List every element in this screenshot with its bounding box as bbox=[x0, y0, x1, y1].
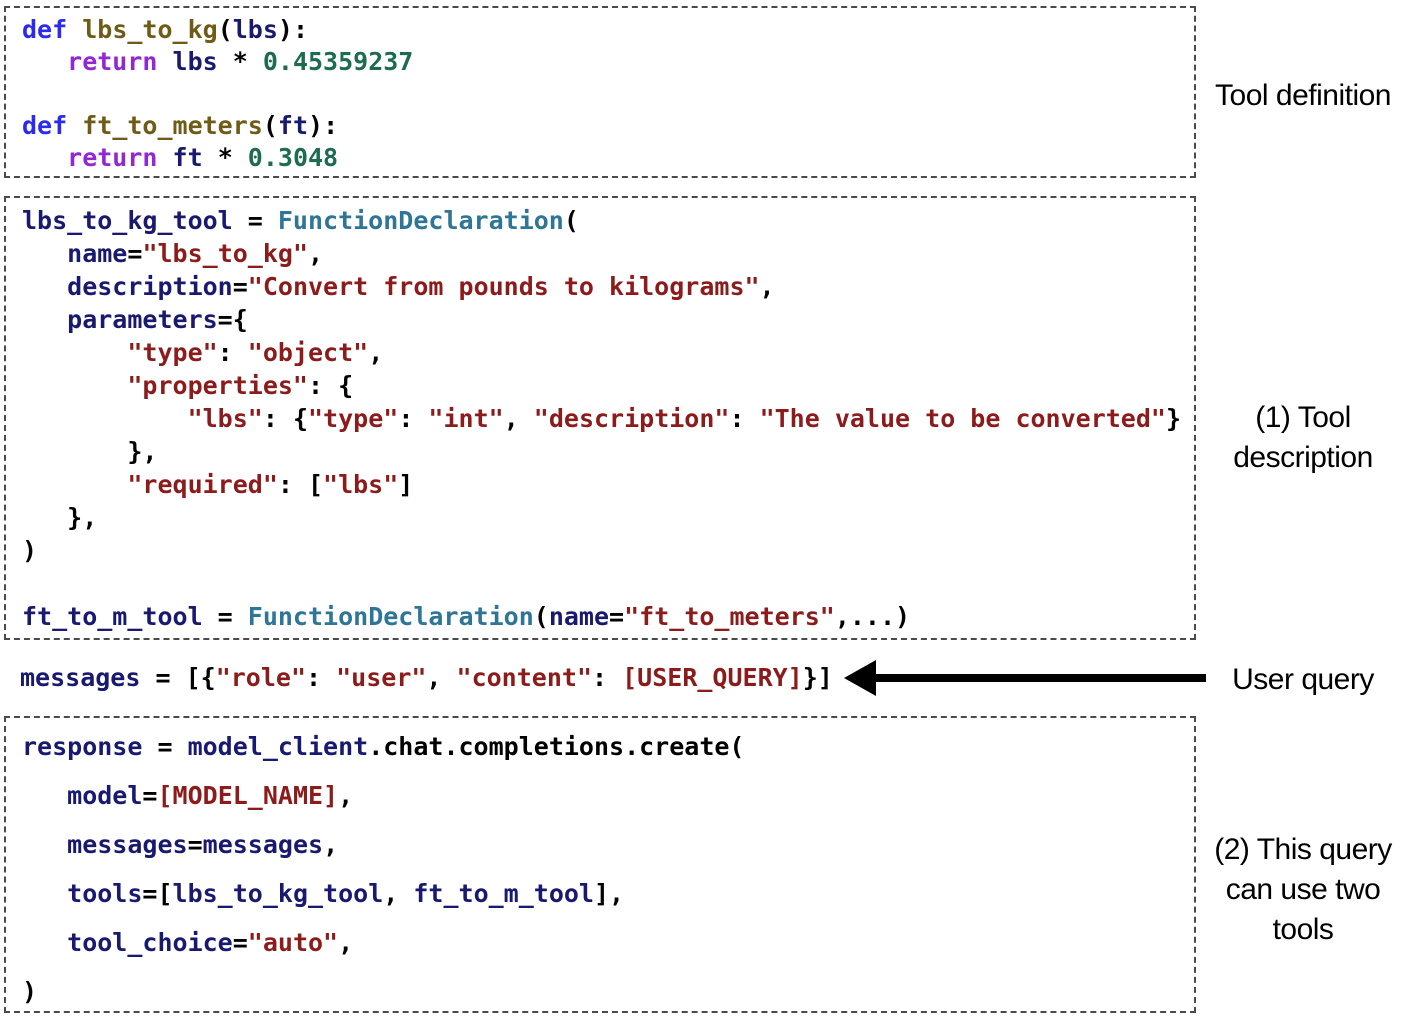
code-line: "type": "object", bbox=[127, 338, 384, 367]
code-line: }, bbox=[22, 503, 98, 532]
code-line: ft_to_m_tool = FunctionDeclaration(name=… bbox=[22, 602, 911, 631]
tool-description-box: lbs_to_kg_tool = FunctionDeclaration( na… bbox=[4, 196, 1196, 640]
code-line: def ft_to_meters(ft): bbox=[22, 111, 339, 140]
code-line bbox=[22, 78, 1194, 110]
api-call-code: response = model_client.chat.completions… bbox=[6, 718, 1194, 1016]
code-line: ) bbox=[22, 977, 38, 1006]
code-line: messages = [{"role": "user", "content": … bbox=[20, 663, 833, 692]
user-query-code-line: messages = [{"role": "user", "content": … bbox=[20, 662, 833, 694]
code-line: return lbs * 0.45359237 bbox=[67, 47, 414, 76]
annotation-tool-definition: Tool definition bbox=[1215, 79, 1391, 112]
code-line: name="lbs_to_kg", bbox=[67, 239, 324, 268]
annotation-user-query: User query bbox=[1232, 663, 1374, 696]
code-line: messages=messages, bbox=[67, 830, 339, 859]
api-call-box: response = model_client.chat.completions… bbox=[4, 716, 1196, 1013]
code-line: }, bbox=[22, 437, 158, 466]
annotation-tool-description: (1) Tool description bbox=[1233, 401, 1373, 474]
code-line: ) bbox=[22, 536, 38, 565]
code-line: response = model_client.chat.completions… bbox=[22, 732, 745, 761]
tool-description-code: lbs_to_kg_tool = FunctionDeclaration( na… bbox=[6, 198, 1194, 633]
code-line: def lbs_to_kg(lbs): bbox=[22, 15, 309, 44]
tool-definition-box: def lbs_to_kg(lbs): return lbs * 0.45359… bbox=[4, 6, 1196, 178]
tool-definition-code: def lbs_to_kg(lbs): return lbs * 0.45359… bbox=[6, 8, 1194, 174]
arrow-left-icon bbox=[844, 660, 876, 696]
code-line: "properties": { bbox=[127, 371, 354, 400]
code-line: model=[MODEL_NAME], bbox=[67, 781, 354, 810]
code-line: tool_choice="auto", bbox=[67, 928, 354, 957]
code-line: "required": ["lbs"] bbox=[127, 470, 414, 499]
annotation-two-tools: (2) This query can use two tools bbox=[1214, 833, 1392, 946]
code-line bbox=[22, 567, 1194, 600]
code-line: lbs_to_kg_tool = FunctionDeclaration( bbox=[22, 206, 579, 235]
code-line: parameters={ bbox=[67, 305, 248, 334]
code-line: tools=[lbs_to_kg_tool, ft_to_m_tool], bbox=[67, 879, 625, 908]
code-line: "lbs": {"type": "int", "description": "T… bbox=[187, 404, 1182, 433]
user-query-arrow-shaft bbox=[872, 674, 1206, 682]
code-line: description="Convert from pounds to kilo… bbox=[67, 272, 775, 301]
code-line: return ft * 0.3048 bbox=[67, 143, 339, 172]
